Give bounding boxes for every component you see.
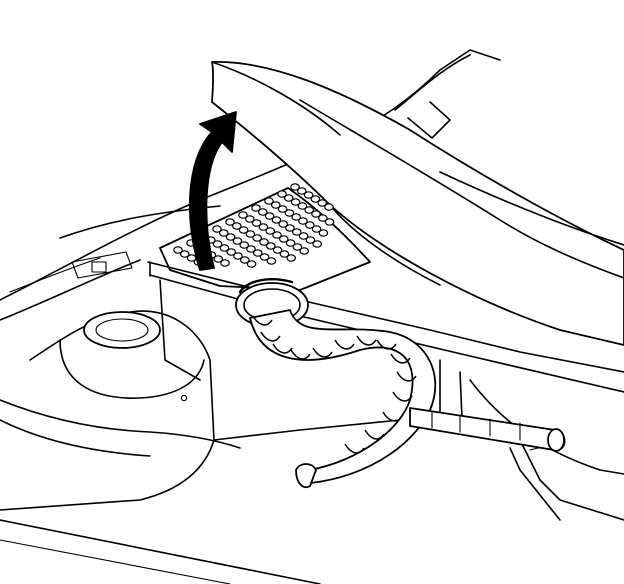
grille-hole: [233, 252, 243, 260]
grille-hole: [317, 214, 328, 222]
grille-hole: [240, 256, 250, 264]
grille-hole: [239, 241, 249, 249]
hose-rib: [390, 353, 411, 364]
grille-hole: [324, 203, 334, 211]
grille-hole: [296, 187, 307, 195]
strut-tower: [0, 251, 401, 511]
grille-hole: [270, 201, 281, 209]
grille-hole: [324, 218, 335, 226]
grille-hole: [225, 233, 236, 241]
grille-hole: [304, 206, 314, 214]
grille-hole: [264, 197, 274, 205]
grille-hole: [278, 220, 288, 228]
grille-hole: [271, 216, 282, 224]
grille-hole: [246, 245, 256, 253]
grille-hole: [284, 209, 295, 217]
grille-hole: [245, 230, 256, 238]
grille-hole: [285, 239, 296, 247]
hose-rib: [344, 443, 365, 454]
hose-rib: [312, 347, 333, 358]
grille-hole: [303, 191, 314, 199]
hose-rib: [396, 371, 417, 382]
grille-hole: [213, 255, 223, 263]
grille-hole: [310, 195, 321, 203]
grille-hole: [225, 218, 235, 226]
grille-hole: [277, 190, 287, 198]
grille-hole: [272, 231, 282, 239]
grille-hole: [259, 238, 269, 246]
grille-hole: [265, 242, 276, 250]
grille-hole: [232, 237, 243, 245]
grille-hole: [238, 211, 248, 219]
grille-hole: [298, 232, 309, 240]
grille-hole: [312, 240, 322, 248]
grille-hole: [252, 234, 263, 242]
grille-hole: [290, 183, 300, 191]
grille-hole: [279, 250, 290, 258]
hose-rib: [376, 339, 397, 350]
grille-hole: [259, 253, 270, 261]
hose-rib: [334, 339, 355, 350]
grille-hole: [317, 199, 327, 207]
corrugated-hose: [249, 309, 566, 489]
grille-hole: [219, 229, 229, 237]
hose-rib: [260, 331, 281, 342]
grille-hole: [285, 224, 295, 232]
grille-hole: [305, 236, 316, 244]
grille-hole: [277, 205, 288, 213]
hose-rib: [364, 429, 385, 440]
grille-hole: [258, 223, 269, 231]
grille-hole: [283, 194, 294, 202]
grille-hole: [291, 228, 302, 236]
grille-hole: [212, 225, 222, 233]
grille-hole: [311, 210, 321, 218]
grille-hole: [173, 246, 183, 254]
grille-hole: [226, 248, 236, 256]
grille-hole: [180, 250, 190, 258]
grille-hole: [290, 198, 301, 206]
grille-hole: [251, 204, 261, 212]
hose-rib: [252, 315, 273, 326]
removal-arrow: [188, 111, 237, 271]
hose-rib: [392, 391, 413, 402]
grille-hole: [311, 225, 322, 233]
grille-hole: [292, 243, 303, 251]
hose-rib: [382, 411, 403, 422]
grille-hole: [238, 226, 249, 234]
grille-hole: [304, 221, 315, 229]
dash-cover-panel: [211, 61, 624, 346]
grille-hole: [286, 254, 296, 262]
hose-ribs: [252, 315, 417, 454]
grille-hole: [272, 246, 283, 254]
grille-hole: [252, 249, 263, 257]
grille-hole: [278, 235, 289, 243]
grille-hole: [245, 215, 255, 223]
hose-rib: [272, 343, 293, 354]
grille-hole: [291, 213, 301, 221]
grille-hole: [251, 219, 262, 227]
grille-hole: [318, 229, 329, 237]
grille-hole: [212, 240, 223, 248]
hose-rib: [356, 335, 377, 346]
grille-hole: [264, 212, 275, 220]
grille-hole: [298, 217, 308, 225]
grille-hole: [246, 260, 257, 268]
grille-hole: [297, 202, 308, 210]
grille-holes: [173, 183, 335, 268]
grille-hole: [266, 257, 277, 265]
grille-hole: [265, 227, 275, 235]
grille-hole: [220, 259, 230, 267]
grille-hole: [299, 247, 309, 255]
grille-hole: [257, 208, 268, 216]
hose-rib: [290, 349, 311, 360]
grille-hole: [232, 222, 242, 230]
grille-hole: [219, 244, 230, 252]
